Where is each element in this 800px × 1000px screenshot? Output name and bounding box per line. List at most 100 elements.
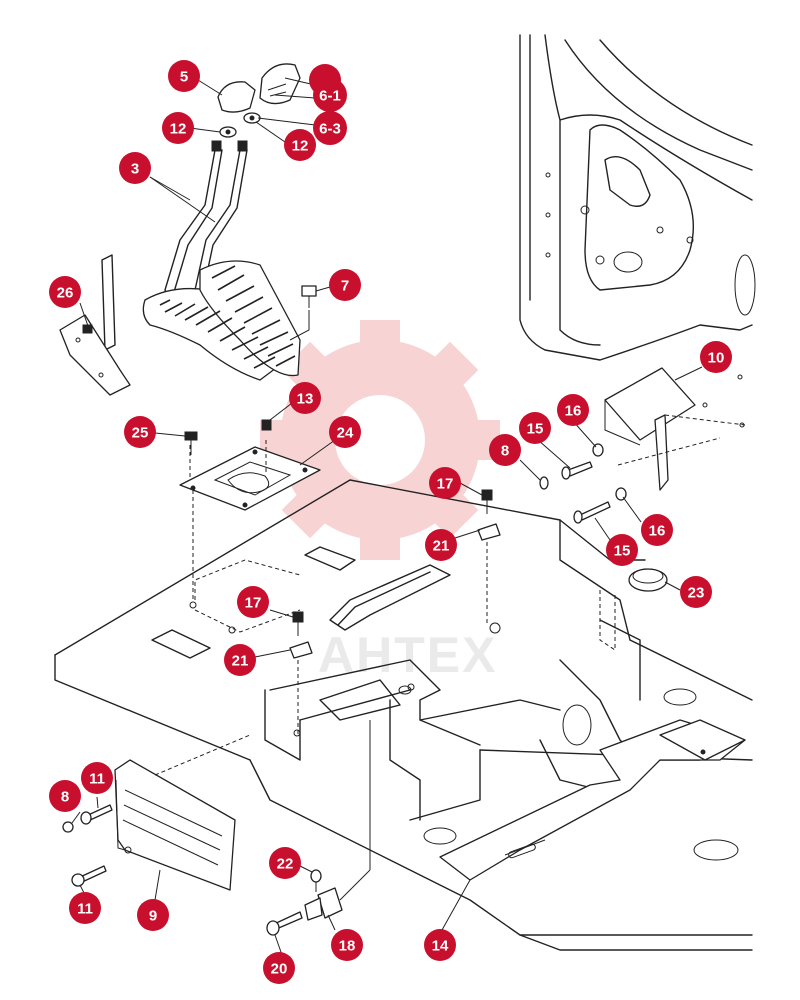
- callout-label: 6-1: [319, 88, 341, 105]
- callout-c6-3: 6-3: [313, 111, 347, 145]
- callout-c11b: 11: [69, 892, 101, 924]
- callout-c20: 20: [263, 952, 295, 984]
- callout-c9: 9: [137, 899, 169, 931]
- callout-c18: 18: [331, 929, 363, 961]
- callout-label: 26: [57, 285, 74, 302]
- callout-badge: [680, 576, 712, 608]
- callout-badge: [269, 847, 301, 879]
- callout-c10: 10: [700, 341, 732, 373]
- callout-label: 12: [292, 138, 309, 155]
- callout-c3: 3: [119, 152, 151, 184]
- callout-c12b: 12: [284, 129, 316, 161]
- callout-c14: 14: [424, 929, 456, 961]
- callout-badge: [119, 152, 151, 184]
- callout-label: 15: [614, 543, 631, 560]
- callout-label: 14: [432, 938, 449, 955]
- callout-label: 10: [708, 350, 725, 367]
- callout-badge: [137, 899, 169, 931]
- callout-c21b: 21: [224, 644, 256, 676]
- callout-c17b: 17: [237, 586, 269, 618]
- callout-badge: [49, 276, 81, 308]
- callout-c6-1: 6-1: [313, 78, 347, 112]
- callout-label: 20: [271, 961, 288, 978]
- callout-badge: [284, 129, 316, 161]
- callout-c12a: 12: [162, 112, 194, 144]
- callout-badge: [49, 780, 81, 812]
- callout-label: 25: [132, 425, 149, 442]
- callout-badge: [289, 382, 321, 414]
- callout-label: 18: [339, 938, 356, 955]
- callout-badge: [519, 412, 551, 444]
- callout-badge: [69, 892, 101, 924]
- callout-label: 21: [232, 653, 249, 670]
- callout-label: 15: [527, 421, 544, 438]
- callout-c25: 25: [124, 416, 156, 448]
- side-cover-9: [114, 734, 251, 891]
- callout-badge: [700, 341, 732, 373]
- callout-c23: 23: [680, 576, 712, 608]
- callout-badge: [557, 394, 589, 426]
- callout-badge: [81, 762, 113, 794]
- callout-c26: 26: [49, 276, 81, 308]
- bracket-10: [604, 367, 746, 491]
- callout-label: 21: [433, 538, 450, 555]
- callout-badge: [224, 644, 256, 676]
- clip-17-21-upper: [477, 489, 501, 625]
- callout-badge: [313, 78, 347, 112]
- callout-label: 9: [149, 908, 157, 925]
- bracket-26: [59, 254, 131, 396]
- callout-c21a: 21: [425, 529, 457, 561]
- callout-c16a: 16: [557, 394, 589, 426]
- callout-badge: [425, 529, 457, 561]
- callout-label: 24: [337, 425, 354, 442]
- callout-c7: 7: [329, 269, 361, 301]
- plug-23: [599, 568, 668, 651]
- callout-badge: [237, 586, 269, 618]
- callout-badge: [429, 467, 461, 499]
- pedal-knobs: [217, 63, 301, 138]
- screws-15-16: [539, 443, 627, 524]
- bolts-lower: [62, 804, 113, 887]
- callout-c11a: 11: [81, 762, 113, 794]
- callout-c22: 22: [269, 847, 301, 879]
- callout-c17a: 17: [429, 467, 461, 499]
- callout-label: 5: [180, 69, 188, 86]
- callout-label: 11: [77, 901, 93, 918]
- callout-label: 8: [501, 443, 509, 460]
- callout-c24: 24: [329, 416, 361, 448]
- callout-badge: [168, 60, 200, 92]
- callout-badge: [263, 952, 295, 984]
- callout-badge: [489, 434, 521, 466]
- callout-c8b: 8: [49, 780, 81, 812]
- callout-c13: 13: [289, 382, 321, 414]
- callout-label: 23: [688, 585, 705, 602]
- clip-17-21-lower: [289, 611, 313, 735]
- pedal-assembly: [142, 140, 301, 381]
- leader-lines: [71, 77, 703, 956]
- callout-label: 11: [89, 771, 105, 788]
- callout-c8a: 8: [489, 434, 521, 466]
- floor-deck: [54, 479, 753, 951]
- callout-label: 16: [565, 403, 582, 420]
- callout-c15a: 15: [519, 412, 551, 444]
- cover-plate-24: [179, 419, 321, 600]
- callout-c16b: 16: [641, 514, 673, 546]
- callout-label: 13: [297, 391, 314, 408]
- clip-18: [266, 720, 371, 936]
- callout-badge: [329, 416, 361, 448]
- callout-label: 17: [245, 595, 262, 612]
- callout-label: 12: [170, 121, 187, 138]
- callout-label: 8: [61, 789, 69, 806]
- callout-badge: [641, 514, 673, 546]
- callout-badge: [329, 269, 361, 301]
- callout-badge: [606, 534, 638, 566]
- callout-label: 6-3: [319, 121, 341, 138]
- callout-c5: 5: [168, 60, 200, 92]
- callout-label: 17: [437, 476, 454, 493]
- callout-badge: [124, 416, 156, 448]
- callout-label: 3: [131, 161, 139, 178]
- callout-label: 16: [649, 523, 666, 540]
- callout-badge: [162, 112, 194, 144]
- callouts: 5 6-1 6-3 12 12 3 26 7 10 13 25 24 15 16 8 17 21 16 15 23 17…: [49, 60, 732, 984]
- callout-badge: [313, 111, 347, 145]
